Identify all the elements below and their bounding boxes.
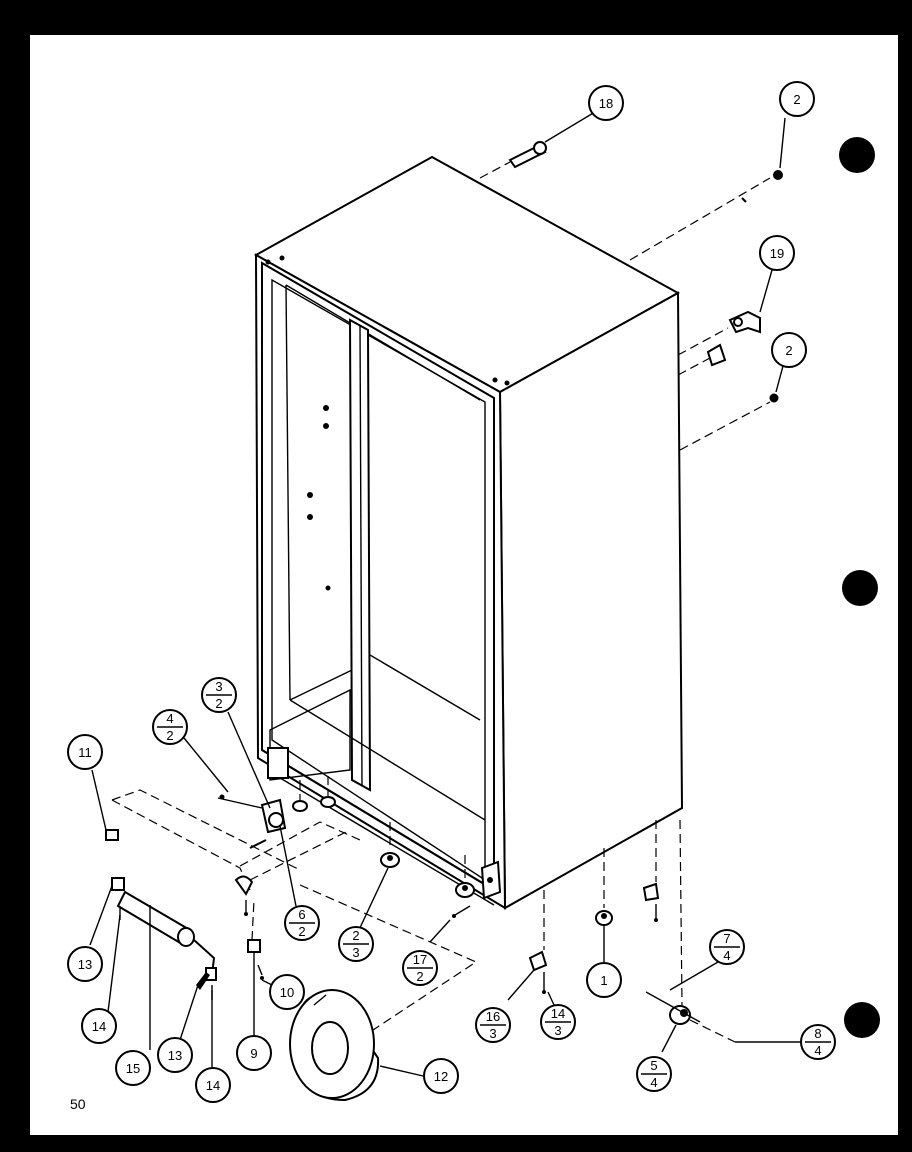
callout-15: 15 xyxy=(115,1050,151,1086)
svg-text:1: 1 xyxy=(600,973,607,988)
callout-3-2: 32 xyxy=(201,677,237,713)
callout-5-4: 54 xyxy=(636,1056,672,1092)
svg-text:6: 6 xyxy=(298,907,305,922)
part-2-screw-top xyxy=(629,117,786,261)
svg-text:16: 16 xyxy=(486,1009,500,1024)
callout-16-3: 163 xyxy=(475,1007,511,1043)
callout-13-left: 13 xyxy=(67,946,103,982)
svg-text:3: 3 xyxy=(352,945,359,960)
part-12-condensate-ring xyxy=(289,884,478,1102)
callout-9: 9 xyxy=(236,1035,272,1071)
svg-text:2: 2 xyxy=(352,928,359,943)
callout-1: 1 xyxy=(586,962,622,998)
svg-text:4: 4 xyxy=(723,948,730,963)
binder-hole-middle xyxy=(842,570,878,606)
svg-text:2: 2 xyxy=(298,924,305,939)
svg-text:17: 17 xyxy=(413,952,427,967)
svg-text:7: 7 xyxy=(723,931,730,946)
svg-text:2: 2 xyxy=(793,92,800,107)
drain-tube-assembly xyxy=(89,769,301,1068)
svg-text:12: 12 xyxy=(434,1069,448,1084)
svg-text:2: 2 xyxy=(785,343,792,358)
svg-text:10: 10 xyxy=(280,985,294,1000)
svg-text:4: 4 xyxy=(166,711,173,726)
svg-text:14: 14 xyxy=(551,1006,565,1021)
water-valve-parts xyxy=(217,747,361,1036)
page-number: 50 xyxy=(70,1096,86,1112)
svg-text:3: 3 xyxy=(554,1023,561,1038)
callout-10: 10 xyxy=(269,974,305,1010)
svg-text:9: 9 xyxy=(250,1046,257,1061)
part-19-bracket xyxy=(677,269,773,376)
callout-14-left: 14 xyxy=(81,1008,117,1044)
svg-text:2: 2 xyxy=(166,728,173,743)
callout-11: 11 xyxy=(67,734,103,770)
callout-2-top: 2 xyxy=(779,81,815,117)
callout-2-side: 2 xyxy=(771,332,807,368)
svg-text:11: 11 xyxy=(78,745,92,760)
callout-19: 19 xyxy=(759,235,795,271)
callout-8-4: 84 xyxy=(800,1024,836,1060)
callout-12: 12 xyxy=(423,1058,459,1094)
callout-14-3: 143 xyxy=(540,1004,576,1040)
callout-14-right: 14 xyxy=(195,1067,231,1103)
svg-text:14: 14 xyxy=(206,1078,220,1093)
binder-hole-top xyxy=(839,137,875,173)
callout-13-right: 13 xyxy=(157,1037,193,1073)
callout-17-2: 172 xyxy=(402,950,438,986)
callout-7-4: 74 xyxy=(709,929,745,965)
svg-text:13: 13 xyxy=(78,957,92,972)
svg-text:4: 4 xyxy=(814,1043,821,1058)
svg-text:15: 15 xyxy=(126,1061,140,1076)
callout-6-2: 62 xyxy=(284,905,320,941)
refrigerator-cabinet xyxy=(253,155,684,910)
svg-text:3: 3 xyxy=(215,679,222,694)
svg-text:5: 5 xyxy=(650,1058,657,1073)
leveling-feet xyxy=(357,820,660,1006)
svg-text:4: 4 xyxy=(650,1075,657,1090)
binder-hole-bottom xyxy=(844,1002,880,1038)
part-18-hinge-pin xyxy=(479,111,596,179)
callout-4-2: 42 xyxy=(152,709,188,745)
svg-text:19: 19 xyxy=(770,246,784,261)
part-2-screw-side xyxy=(679,365,784,451)
svg-text:2: 2 xyxy=(416,969,423,984)
svg-text:8: 8 xyxy=(814,1026,821,1041)
callout-18: 18 xyxy=(588,85,624,121)
svg-text:18: 18 xyxy=(599,96,613,111)
callout-2-3: 23 xyxy=(338,926,374,962)
svg-text:13: 13 xyxy=(168,1048,182,1063)
svg-text:14: 14 xyxy=(92,1019,106,1034)
svg-text:2: 2 xyxy=(215,696,222,711)
svg-text:3: 3 xyxy=(489,1026,496,1041)
